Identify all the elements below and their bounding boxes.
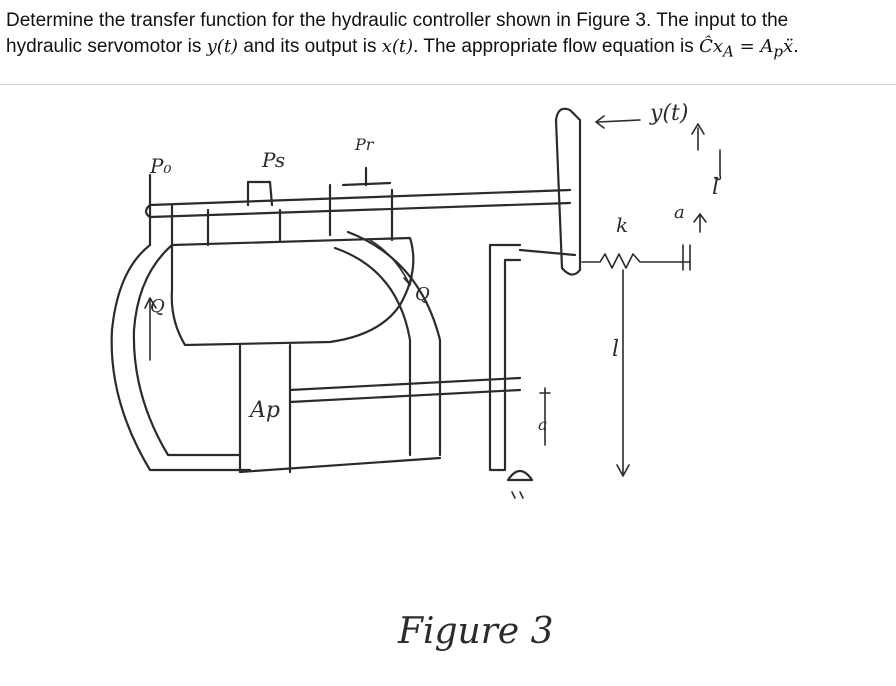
output-variable: x(t)	[381, 36, 414, 57]
question-line-1-text: Determine the transfer function for the …	[6, 10, 789, 31]
label-l-top: l	[712, 175, 719, 200]
right-channel-outer	[346, 230, 442, 457]
question-line-2-text-c: . The appropriate flow equation is	[413, 36, 700, 57]
flow-eq-sub-1: A	[723, 42, 734, 61]
flow-eq-part-3: ẍ.	[782, 36, 799, 57]
left-casing	[110, 173, 252, 472]
label-pr: Pr	[354, 135, 375, 154]
spool-body	[170, 236, 415, 347]
flow-eq-sub-2: p	[773, 42, 783, 61]
divider	[0, 84, 896, 85]
label-l-mid: l	[612, 337, 619, 362]
question-line-2-text-b: and its output is	[238, 36, 382, 57]
lever-link	[518, 248, 577, 257]
spring-anchor	[682, 244, 691, 271]
label-k: k	[616, 213, 628, 237]
dim-a-arrow	[693, 213, 707, 233]
dim-l-vertical	[616, 269, 630, 477]
question-line-2-text-a: hydraulic servomotor is	[6, 36, 207, 57]
question-text: Determine the transfer function for the …	[6, 8, 890, 65]
flow-eq-part-2: = A	[733, 36, 774, 57]
left-casing-inner	[132, 203, 242, 457]
piston-rod-top	[288, 376, 522, 392]
feedback-lever-top	[488, 243, 522, 262]
label-p0: P₀	[149, 154, 171, 178]
lever-pivot-bottom	[506, 469, 534, 482]
port-ps	[246, 180, 274, 207]
cylinder-bottom	[238, 456, 442, 474]
right-channel-inner	[333, 246, 412, 457]
flow-equation: ĈxA = Apẍ.	[699, 36, 799, 61]
dim-a-small	[539, 387, 551, 446]
feedback-lever-a	[488, 243, 507, 472]
label-ps: Ps	[261, 148, 285, 172]
flow-eq-part-1: Ĉx	[699, 36, 723, 57]
hydraulic-controller-figure: P₀ Ps Pr y(t) a l k l Q Q Ap a Figure 3	[110, 101, 722, 652]
label-q-left: Q	[150, 296, 165, 317]
input-lever	[554, 107, 582, 276]
flow-arrow-left	[144, 297, 157, 361]
label-q-right: Q	[415, 284, 430, 305]
question-line-1: Determine the transfer function for the …	[6, 8, 890, 34]
dim-right-l	[714, 149, 722, 181]
spool-rod-end-left	[144, 203, 152, 219]
spring	[581, 253, 691, 269]
label-a-small: a	[538, 415, 548, 434]
port-pr	[341, 166, 392, 187]
dim-top-arrow	[691, 123, 705, 151]
label-a: a	[674, 202, 685, 223]
figure-caption: Figure 3	[397, 611, 554, 652]
flow-arrow-right	[369, 239, 413, 286]
spool-rod-top	[148, 188, 572, 207]
dim-y-arrow	[595, 115, 641, 129]
input-variable: y(t)	[206, 36, 239, 57]
label-y: y(t)	[649, 101, 688, 126]
label-ap: Ap	[248, 398, 280, 423]
piston-rod-bottom	[288, 388, 522, 404]
ground-hatch	[511, 491, 524, 499]
question-line-2: hydraulic servomotor is y(t) and its out…	[6, 34, 890, 65]
spool-rod-bottom	[148, 201, 572, 219]
